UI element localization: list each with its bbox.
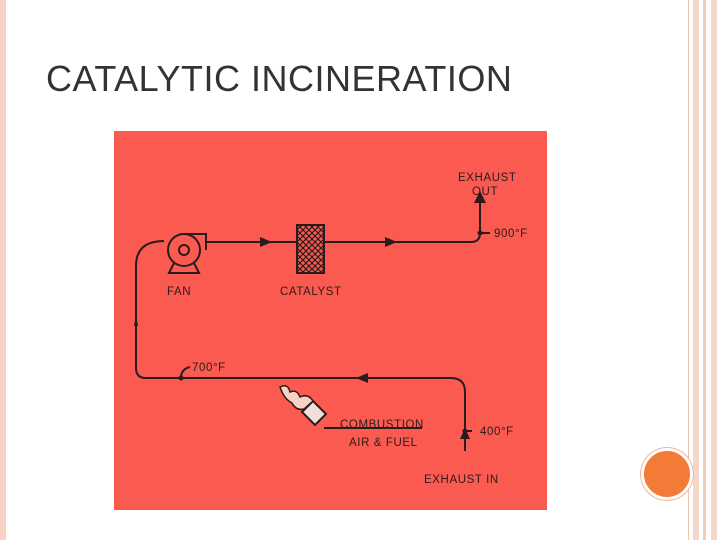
sensor-dots: [178, 230, 483, 434]
arrow-exhaust-out: [474, 191, 486, 203]
right-frame-border: [688, 0, 720, 540]
catalyst-label: CATALYST: [280, 286, 342, 298]
left-frame-border: [0, 0, 6, 540]
arrow-to-fan: [134, 314, 138, 326]
arrow-to-catalyst: [260, 237, 272, 247]
exhaust-in-label: EXHAUST IN: [424, 474, 499, 486]
outlet-temperature-label: 900°F: [494, 228, 528, 240]
arrow-to-outlet: [385, 237, 397, 247]
arrow-return: [356, 373, 368, 383]
slide-title: CATALYTIC INCINERATION: [46, 58, 513, 99]
burner-icon: [279, 385, 328, 427]
fan-label: FAN: [167, 286, 191, 298]
fan-icon: [167, 233, 207, 274]
exhaust-out-label-line1: EXHAUST: [458, 172, 517, 184]
decorative-circle: [641, 448, 693, 500]
process-diagram: FAN CATALYST EXHAUST OUT 900°F 700°F COM…: [114, 131, 547, 510]
combustion-label-line1: COMBUSTION: [340, 419, 424, 431]
inlet-temperature-label: 400°F: [480, 426, 514, 438]
catalyst-icon: [296, 224, 325, 274]
return-temperature-label: 700°F: [192, 362, 226, 374]
combustion-label-line2: AIR & FUEL: [349, 437, 418, 449]
exhaust-out-label-line2: OUT: [472, 186, 498, 198]
